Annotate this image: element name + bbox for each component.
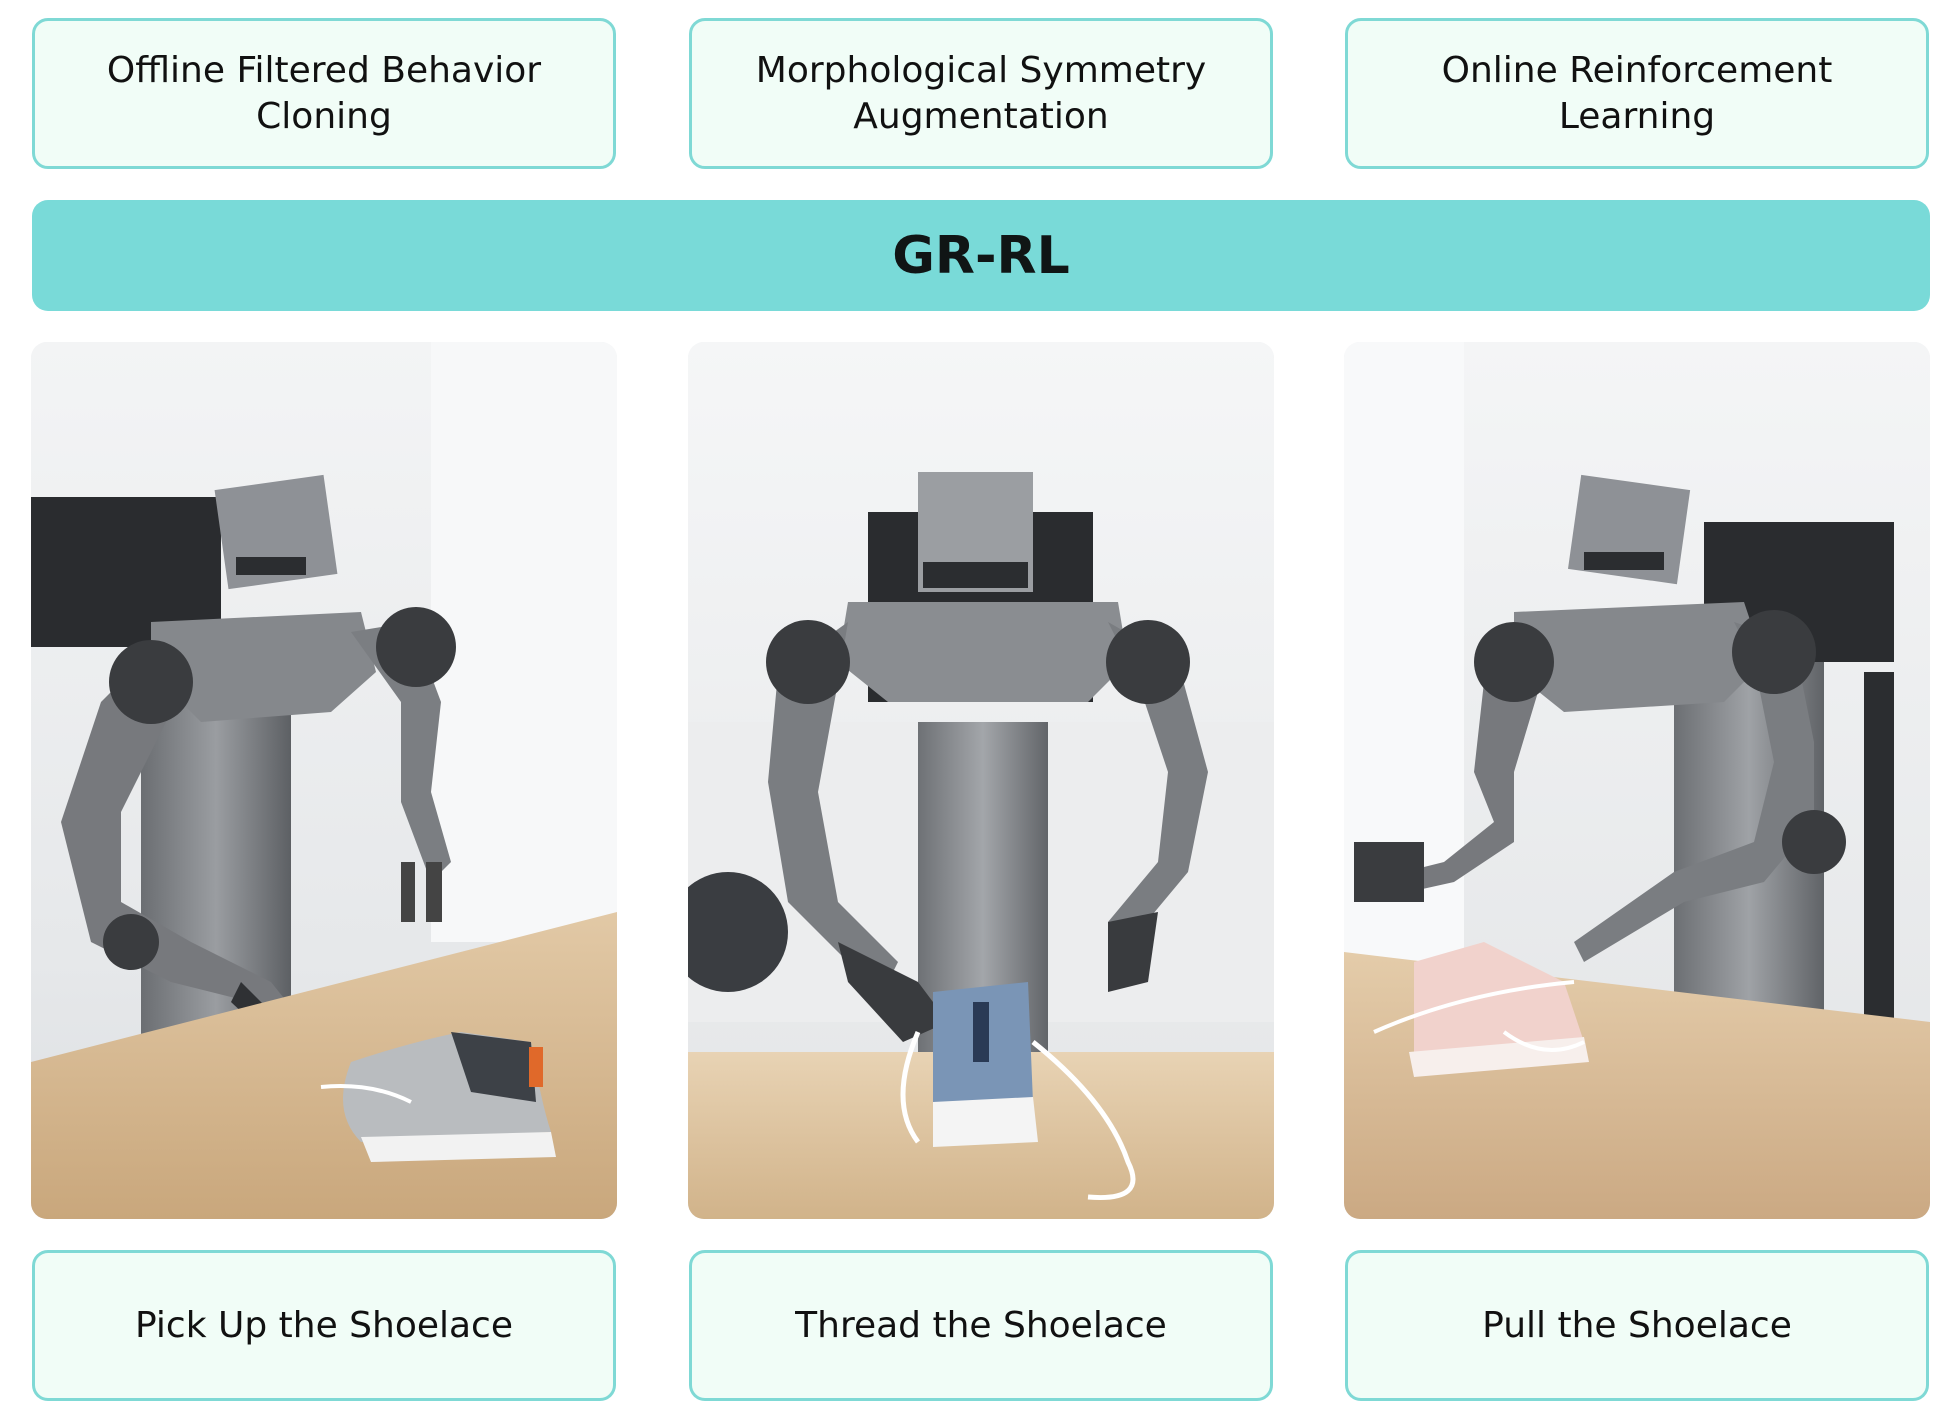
robot-torso bbox=[838, 602, 1128, 702]
washing-machine-door bbox=[688, 872, 788, 992]
robot-left-arm bbox=[1364, 632, 1544, 902]
technique-label: Morphological Symmetry Augmentation bbox=[755, 49, 1207, 137]
technique-label: Offline Filtered Behavior Cloning bbox=[106, 49, 542, 137]
shoe bbox=[1414, 942, 1584, 1062]
robot-right-arm bbox=[351, 622, 451, 882]
robot-right-arm bbox=[1574, 622, 1814, 962]
gr-rl-banner: GR-RL bbox=[32, 200, 1930, 311]
task-box-pick-up: Pick Up the Shoelace bbox=[32, 1250, 616, 1401]
robot-left-arm bbox=[768, 622, 898, 982]
robot-torso bbox=[1514, 602, 1764, 712]
robot-torso bbox=[151, 612, 376, 722]
technique-box-morphological-symmetry: Morphological Symmetry Augmentation bbox=[689, 18, 1273, 169]
technique-box-online-rl: Online Reinforcement Learning bbox=[1345, 18, 1929, 169]
task-box-pull: Pull the Shoelace bbox=[1345, 1250, 1929, 1401]
task-label: Thread the Shoelace bbox=[795, 1304, 1167, 1346]
technique-box-offline-filtered-bc: Offline Filtered Behavior Cloning bbox=[32, 18, 616, 169]
photo-pull-shoelace bbox=[1344, 342, 1930, 1219]
photo-thread-shoelace bbox=[688, 342, 1274, 1219]
robot-right-arm bbox=[1108, 622, 1208, 942]
technique-label: Online Reinforcement Learning bbox=[1441, 49, 1833, 137]
photo-pick-up-shoelace bbox=[31, 342, 617, 1219]
task-box-thread: Thread the Shoelace bbox=[689, 1250, 1273, 1401]
banner-title: GR-RL bbox=[892, 225, 1070, 286]
task-label: Pull the Shoelace bbox=[1482, 1304, 1792, 1346]
task-label: Pick Up the Shoelace bbox=[134, 1304, 514, 1346]
